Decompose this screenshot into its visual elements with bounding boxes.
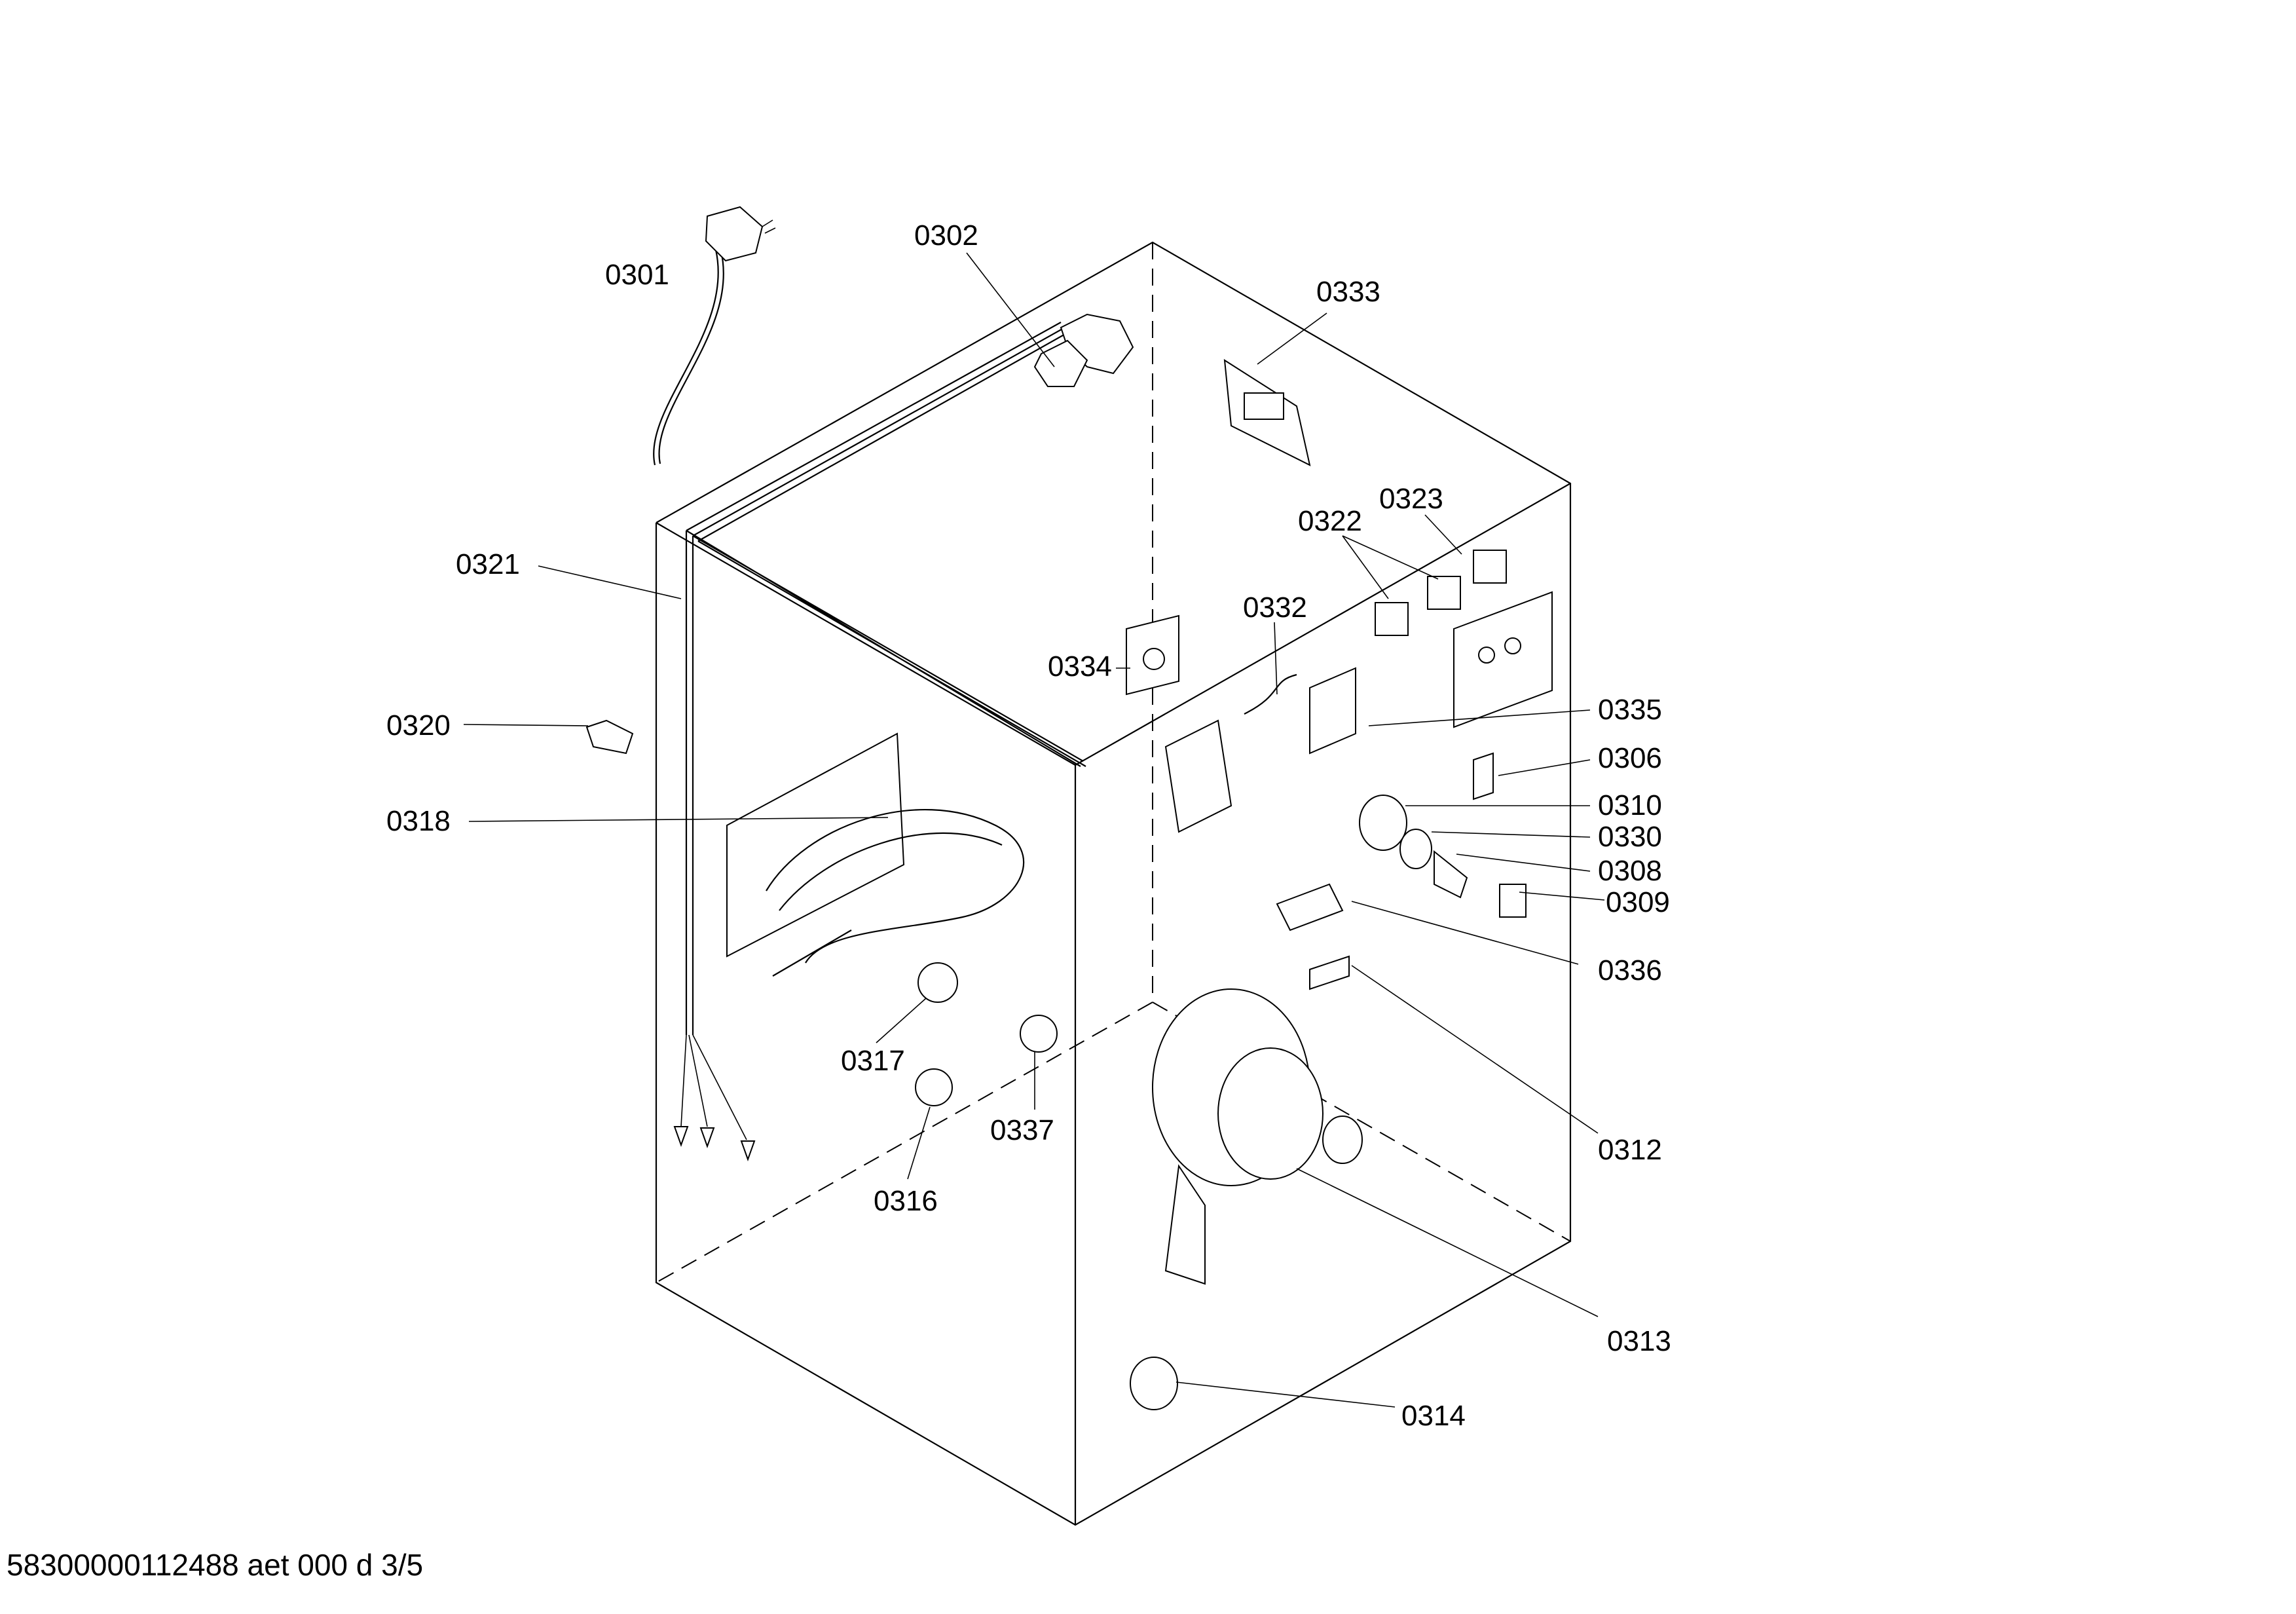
switch-block-0336 [1276,883,1350,990]
pcb-0335 [1309,667,1356,755]
label-0313: 0313 [1607,1325,1671,1357]
bracket-0306 [1473,752,1494,800]
label-0310: 0310 [1598,789,1662,821]
heater-element [726,732,1025,977]
label-0330: 0330 [1598,821,1662,853]
lamp-assembly [1359,795,1527,918]
timer-board [1126,614,1179,696]
clip-parts [1033,313,1134,387]
cable-0332 [1244,673,1297,715]
label-0308: 0308 [1598,855,1662,887]
label-0322: 0322 [1298,505,1362,537]
label-0323: 0323 [1379,483,1443,515]
wiring-harness [673,322,1086,1161]
label-0336: 0336 [1598,954,1662,986]
label-0334: 0334 [1048,650,1112,683]
mounting-plate [1164,719,1232,833]
label-0332: 0332 [1243,591,1307,624]
label-0316: 0316 [874,1185,938,1217]
label-0309: 0309 [1606,886,1670,918]
leader-lines [463,252,1605,1408]
document-footer-code: 58300000112488 aet 000 d 3/5 [7,1548,424,1582]
label-0301: 0301 [605,259,669,291]
part-0320 [585,719,634,755]
bracket-0333 [1223,359,1311,466]
label-0312: 0312 [1598,1134,1662,1166]
label-0335: 0335 [1598,694,1662,726]
thermostats [915,962,1058,1106]
label-0317: 0317 [841,1045,905,1077]
label-0333: 0333 [1316,276,1380,308]
label-0314: 0314 [1401,1400,1466,1432]
motor [1152,988,1363,1285]
push-switches [1375,550,1553,728]
callout-labels: 0301 0302 0333 0323 0322 0321 0332 0334 … [386,219,1671,1432]
label-0318: 0318 [386,805,451,837]
label-0337: 0337 [990,1114,1054,1146]
label-0302: 0302 [914,219,978,252]
label-0321: 0321 [456,548,520,580]
thermostat-0314 [1130,1357,1178,1410]
label-0306: 0306 [1598,742,1662,774]
power-cord [653,206,776,466]
label-0320: 0320 [386,709,451,741]
